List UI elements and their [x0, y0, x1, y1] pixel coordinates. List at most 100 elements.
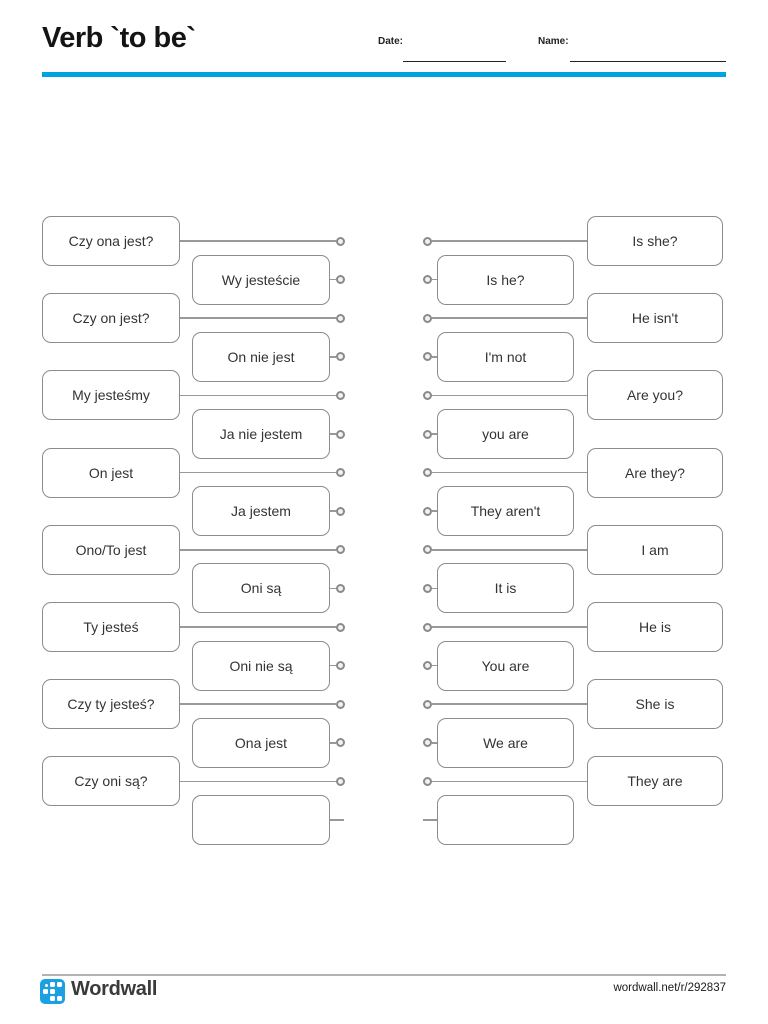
match-box-label: Czy ona jest?	[68, 233, 154, 249]
connector-line	[180, 626, 336, 628]
connector-dot	[422, 738, 432, 748]
match-box-middle-right: We are	[437, 717, 574, 768]
connector-line	[423, 819, 437, 821]
match-box-right: I am	[587, 524, 723, 575]
connector-line	[431, 703, 587, 705]
connector-dot	[422, 776, 432, 786]
match-box-middle-left: Wy jesteście	[192, 254, 330, 305]
connector-dot	[335, 776, 345, 786]
connector-dot	[422, 468, 432, 478]
match-box-label: My jesteśmy	[72, 387, 150, 404]
match-box-left: Ty jesteś	[42, 602, 180, 652]
connector-line	[431, 510, 437, 512]
connector-line	[180, 549, 336, 551]
match-box-left: Czy on jest?	[42, 293, 180, 344]
match-box-label: On jest	[88, 464, 134, 481]
connector-line	[180, 394, 336, 397]
match-box-middle-left: Ona jest	[192, 717, 330, 768]
connector-dot	[422, 429, 432, 439]
match-box-label: It is	[494, 580, 517, 597]
match-box-label: Ja jestem	[231, 503, 291, 520]
connector-dot	[422, 390, 432, 400]
connector-dot	[335, 738, 345, 748]
match-box-right: Are you?	[587, 370, 723, 421]
match-box-label: Czy oni są?	[74, 773, 148, 790]
connector-line	[330, 356, 336, 358]
match-box-middle-left: Ja nie jestem	[192, 409, 330, 459]
match-box-middle-right: Is he?	[437, 254, 574, 305]
connector-line	[180, 703, 336, 705]
match-box-left: On jest	[42, 447, 180, 498]
connector-dot	[422, 236, 432, 246]
match-box-left: Czy ona jest?	[42, 216, 180, 266]
match-box-middle-right: It is	[437, 563, 574, 614]
connector-line	[180, 780, 336, 783]
connector-line	[330, 742, 336, 744]
match-box-label: They are	[627, 773, 683, 790]
match-box-left: My jesteśmy	[42, 370, 180, 421]
match-box-right: Are they?	[587, 447, 723, 498]
match-box-left: Czy ty jesteś?	[42, 679, 180, 730]
wordwall-logo-icon	[40, 979, 65, 1004]
match-box-label: Czy ty jesteś?	[67, 696, 155, 713]
match-box-middle-left: Ja jestem	[192, 486, 330, 537]
match-box-label: Oni nie są	[229, 657, 293, 674]
connector-dot	[335, 390, 345, 400]
connector-dot	[422, 622, 432, 632]
match-box-right: They are	[587, 756, 723, 807]
match-box-middle-left: Oni nie są	[192, 640, 330, 691]
connector-dot	[335, 429, 345, 439]
connector-dot	[422, 275, 432, 285]
connector-line	[330, 819, 344, 821]
match-box-middle-right: You are	[437, 640, 574, 691]
match-box-label: I'm not	[484, 348, 527, 365]
match-box-label: He is	[639, 619, 671, 635]
match-box-label: Ono/To jest	[75, 541, 147, 558]
connector-line	[330, 278, 336, 281]
connector-dot	[335, 545, 345, 555]
match-box-label: Czy on jest?	[72, 310, 150, 327]
match-box-label: you are	[482, 426, 529, 442]
connector-line	[180, 317, 336, 319]
match-box-label: On nie jest	[227, 348, 295, 365]
header-accent-rule	[42, 72, 726, 77]
match-box-middle-left	[192, 795, 330, 845]
connector-dot	[335, 661, 345, 671]
match-box-middle-right	[437, 795, 574, 845]
connector-dot	[422, 313, 432, 323]
connector-dot	[335, 313, 345, 323]
connector-line	[431, 664, 437, 667]
connector-line	[431, 471, 587, 474]
connector-line	[431, 433, 437, 435]
name-write-line	[570, 61, 726, 62]
connector-line	[431, 587, 437, 590]
match-box-middle-left: Oni są	[192, 563, 330, 614]
match-box-label: Ona jest	[234, 734, 288, 751]
match-box-label: Wy jesteście	[221, 271, 301, 288]
match-box-label: Are they?	[625, 464, 685, 481]
connector-line	[431, 742, 437, 744]
connector-line	[330, 433, 336, 435]
connector-dot	[422, 699, 432, 709]
connector-line	[330, 510, 336, 512]
date-label: Date:	[378, 36, 404, 47]
connector-line	[431, 394, 587, 397]
name-label: Name:	[538, 36, 569, 47]
connector-dot	[335, 236, 345, 246]
match-box-label: Is he?	[486, 271, 525, 288]
connector-dot	[422, 506, 432, 516]
match-box-label: You are	[481, 657, 530, 674]
match-box-right: He is	[587, 602, 723, 652]
match-box-middle-right: you are	[437, 409, 574, 459]
match-box-label: He isn't	[631, 310, 679, 327]
connector-line	[431, 780, 587, 783]
connector-dot	[335, 275, 345, 285]
match-box-label: We are	[483, 734, 528, 751]
connector-line	[431, 356, 437, 358]
connector-dot	[422, 352, 432, 362]
connector-line	[431, 626, 587, 628]
connector-dot	[422, 583, 432, 593]
match-box-left: Ono/To jest	[42, 524, 180, 575]
match-box-right: He isn't	[587, 293, 723, 344]
